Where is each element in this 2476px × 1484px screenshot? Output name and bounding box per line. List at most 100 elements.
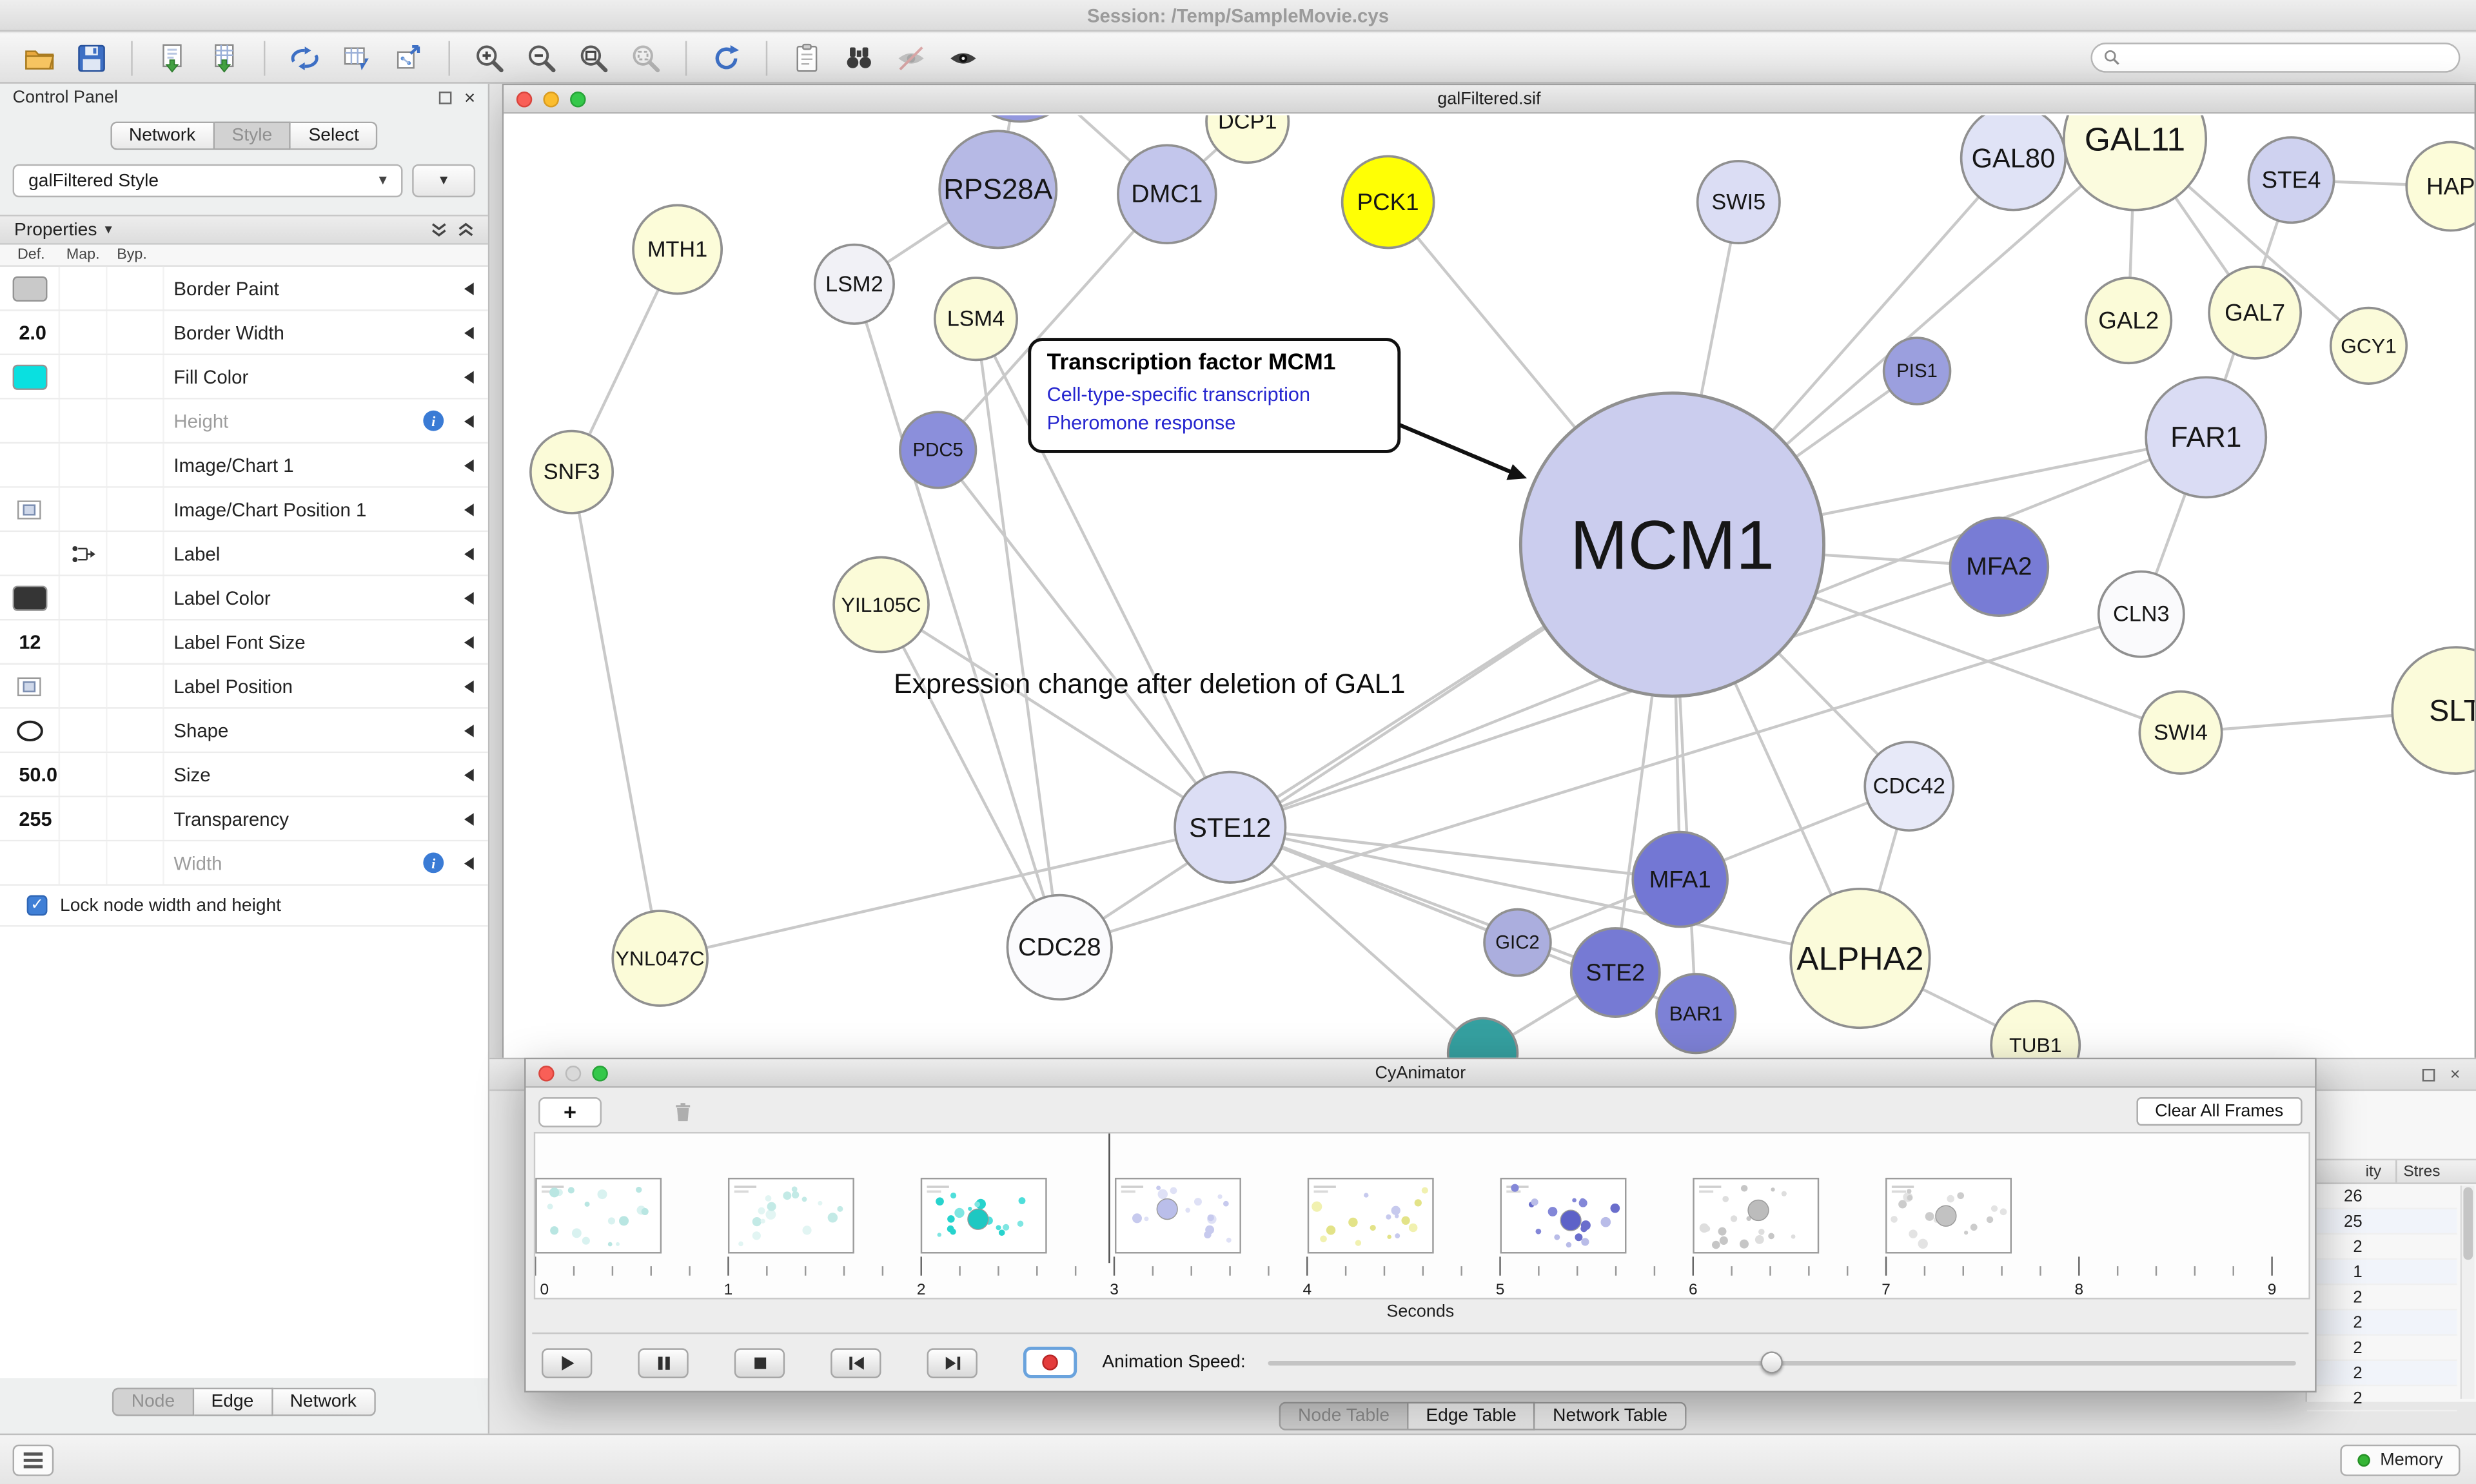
network-node-CLN3[interactable] bbox=[2097, 570, 2185, 658]
float-panel-icon[interactable] bbox=[438, 92, 452, 104]
expand-arrow-icon[interactable] bbox=[464, 768, 474, 781]
import-network-file-button[interactable] bbox=[148, 37, 195, 79]
zoom-selected-button[interactable] bbox=[622, 37, 669, 79]
expand-arrow-icon[interactable] bbox=[464, 282, 474, 295]
expand-arrow-icon[interactable] bbox=[464, 591, 474, 604]
properties-header[interactable]: Properties ▾ bbox=[0, 215, 488, 245]
tab-network[interactable]: Network bbox=[272, 1387, 376, 1416]
property-row-image-chart-1[interactable]: Image/Chart 1 bbox=[0, 444, 488, 488]
expand-arrow-icon[interactable] bbox=[464, 856, 474, 870]
default-value-cell[interactable] bbox=[0, 266, 61, 310]
zoom-window-button[interactable] bbox=[592, 1066, 608, 1082]
bypass-cell[interactable] bbox=[108, 311, 164, 354]
search-box[interactable] bbox=[2090, 43, 2461, 73]
expand-arrow-icon[interactable] bbox=[464, 458, 474, 472]
mapping-cell[interactable] bbox=[60, 532, 108, 575]
tab-network[interactable]: Network bbox=[110, 121, 215, 150]
edge-PDC5-STE12[interactable] bbox=[936, 449, 1232, 828]
bypass-cell[interactable] bbox=[108, 841, 164, 884]
annotation-link-1[interactable]: Cell-type-specific transcription bbox=[1046, 384, 1311, 406]
zoom-window-button[interactable] bbox=[570, 92, 586, 108]
default-value-cell[interactable] bbox=[0, 399, 61, 442]
frame-thumbnail-3[interactable] bbox=[1114, 1177, 1241, 1254]
network-node-GAL7[interactable] bbox=[2208, 266, 2303, 360]
panel-menu-button[interactable] bbox=[12, 1444, 54, 1476]
edge-LSM4-CDC28[interactable] bbox=[974, 318, 1061, 948]
stop-button[interactable] bbox=[734, 1347, 785, 1378]
column-divider[interactable] bbox=[2395, 1160, 2397, 1183]
default-value-cell[interactable] bbox=[0, 708, 61, 752]
search-input[interactable] bbox=[2128, 46, 2448, 70]
default-value-cell[interactable]: 50.0 bbox=[0, 753, 61, 796]
network-node-BAR1[interactable] bbox=[1655, 973, 1737, 1055]
default-value-cell[interactable]: 255 bbox=[0, 797, 61, 840]
frame-thumbnail-4[interactable] bbox=[1307, 1177, 1434, 1254]
property-row-shape[interactable]: Shape bbox=[0, 708, 488, 754]
edge-YIL105C-CDC28[interactable] bbox=[879, 603, 1061, 948]
property-row-fill-color[interactable]: Fill Color bbox=[0, 355, 488, 400]
network-node-FAR1[interactable] bbox=[2145, 376, 2268, 499]
save-session-button[interactable] bbox=[68, 37, 115, 79]
frame-thumbnail-0[interactable] bbox=[535, 1177, 662, 1254]
zoom-in-button[interactable] bbox=[466, 37, 513, 79]
bypass-cell[interactable] bbox=[108, 620, 164, 663]
tab-edge[interactable]: Edge bbox=[193, 1387, 273, 1416]
network-node-STE2[interactable] bbox=[1569, 927, 1661, 1018]
network-node-SWI5[interactable] bbox=[1696, 159, 1781, 244]
close-window-button[interactable] bbox=[516, 92, 533, 108]
network-node-LSM2[interactable] bbox=[813, 243, 895, 325]
mapping-cell[interactable] bbox=[60, 266, 108, 310]
network-node-GAL2[interactable] bbox=[2085, 277, 2173, 365]
property-row-label[interactable]: Label bbox=[0, 532, 488, 576]
zoom-out-button[interactable] bbox=[518, 37, 565, 79]
default-value-cell[interactable] bbox=[0, 444, 61, 487]
network-node-GCY1[interactable] bbox=[2329, 306, 2408, 385]
network-node-SWI4[interactable] bbox=[2138, 690, 2223, 775]
network-node-RPS28B[interactable] bbox=[960, 115, 1080, 123]
column-header-stress[interactable]: Stres bbox=[2403, 1163, 2441, 1181]
float-panel-icon[interactable] bbox=[2421, 1068, 2435, 1082]
network-node-PCK1[interactable] bbox=[1341, 155, 1435, 249]
edge-CDC28-CLN3[interactable] bbox=[1059, 612, 2142, 949]
network-node-SNF3[interactable] bbox=[529, 429, 614, 514]
default-value-cell[interactable]: 2.0 bbox=[0, 311, 61, 354]
style-options-button[interactable]: ▾ bbox=[412, 164, 476, 198]
table-scrollbar[interactable] bbox=[2460, 1186, 2475, 1399]
default-value-cell[interactable] bbox=[0, 355, 61, 398]
network-node-YIL105C[interactable] bbox=[832, 556, 930, 654]
network-arrows-button[interactable] bbox=[281, 37, 328, 79]
bypass-cell[interactable] bbox=[108, 753, 164, 796]
network-node-MFA2[interactable] bbox=[1949, 516, 2050, 617]
edge-STE12-ALPHA2[interactable] bbox=[1230, 826, 1861, 960]
property-row-label-position[interactable]: Label Position bbox=[0, 665, 488, 709]
table-row[interactable]: 2 bbox=[2306, 1336, 2457, 1362]
table-row[interactable]: 25 bbox=[2306, 1209, 2457, 1235]
delete-frame-button[interactable] bbox=[652, 1097, 712, 1127]
mapping-cell[interactable] bbox=[60, 620, 108, 663]
network-node-STE4[interactable] bbox=[2247, 136, 2335, 224]
zoom-fit-button[interactable] bbox=[570, 37, 617, 79]
edge-LSM2-CDC28[interactable] bbox=[852, 284, 1061, 948]
scrollbar-thumb[interactable] bbox=[2463, 1187, 2473, 1260]
tab-node-table[interactable]: Node Table bbox=[1279, 1401, 1409, 1430]
annotation-box[interactable]: Transcription factor MCM1 Cell-type-spec… bbox=[1028, 338, 1401, 453]
import-table-file-button[interactable] bbox=[201, 37, 248, 79]
edge-STE12-MFA1[interactable] bbox=[1230, 826, 1680, 881]
slider-handle[interactable] bbox=[1760, 1351, 1783, 1374]
expand-arrow-icon[interactable] bbox=[464, 414, 474, 427]
property-row-image-chart-position-1[interactable]: Image/Chart Position 1 bbox=[0, 487, 488, 532]
show-all-button[interactable] bbox=[939, 37, 987, 79]
network-node-HAP[interactable] bbox=[2405, 141, 2475, 232]
table-row[interactable]: 2 bbox=[2306, 1361, 2457, 1387]
mapping-cell[interactable] bbox=[60, 797, 108, 840]
mapping-cell[interactable] bbox=[60, 576, 108, 620]
playhead[interactable] bbox=[1108, 1133, 1110, 1264]
table-row[interactable]: 1 bbox=[2306, 1260, 2457, 1285]
open-file-button[interactable] bbox=[15, 37, 63, 79]
tab-edge-table[interactable]: Edge Table bbox=[1408, 1401, 1536, 1430]
